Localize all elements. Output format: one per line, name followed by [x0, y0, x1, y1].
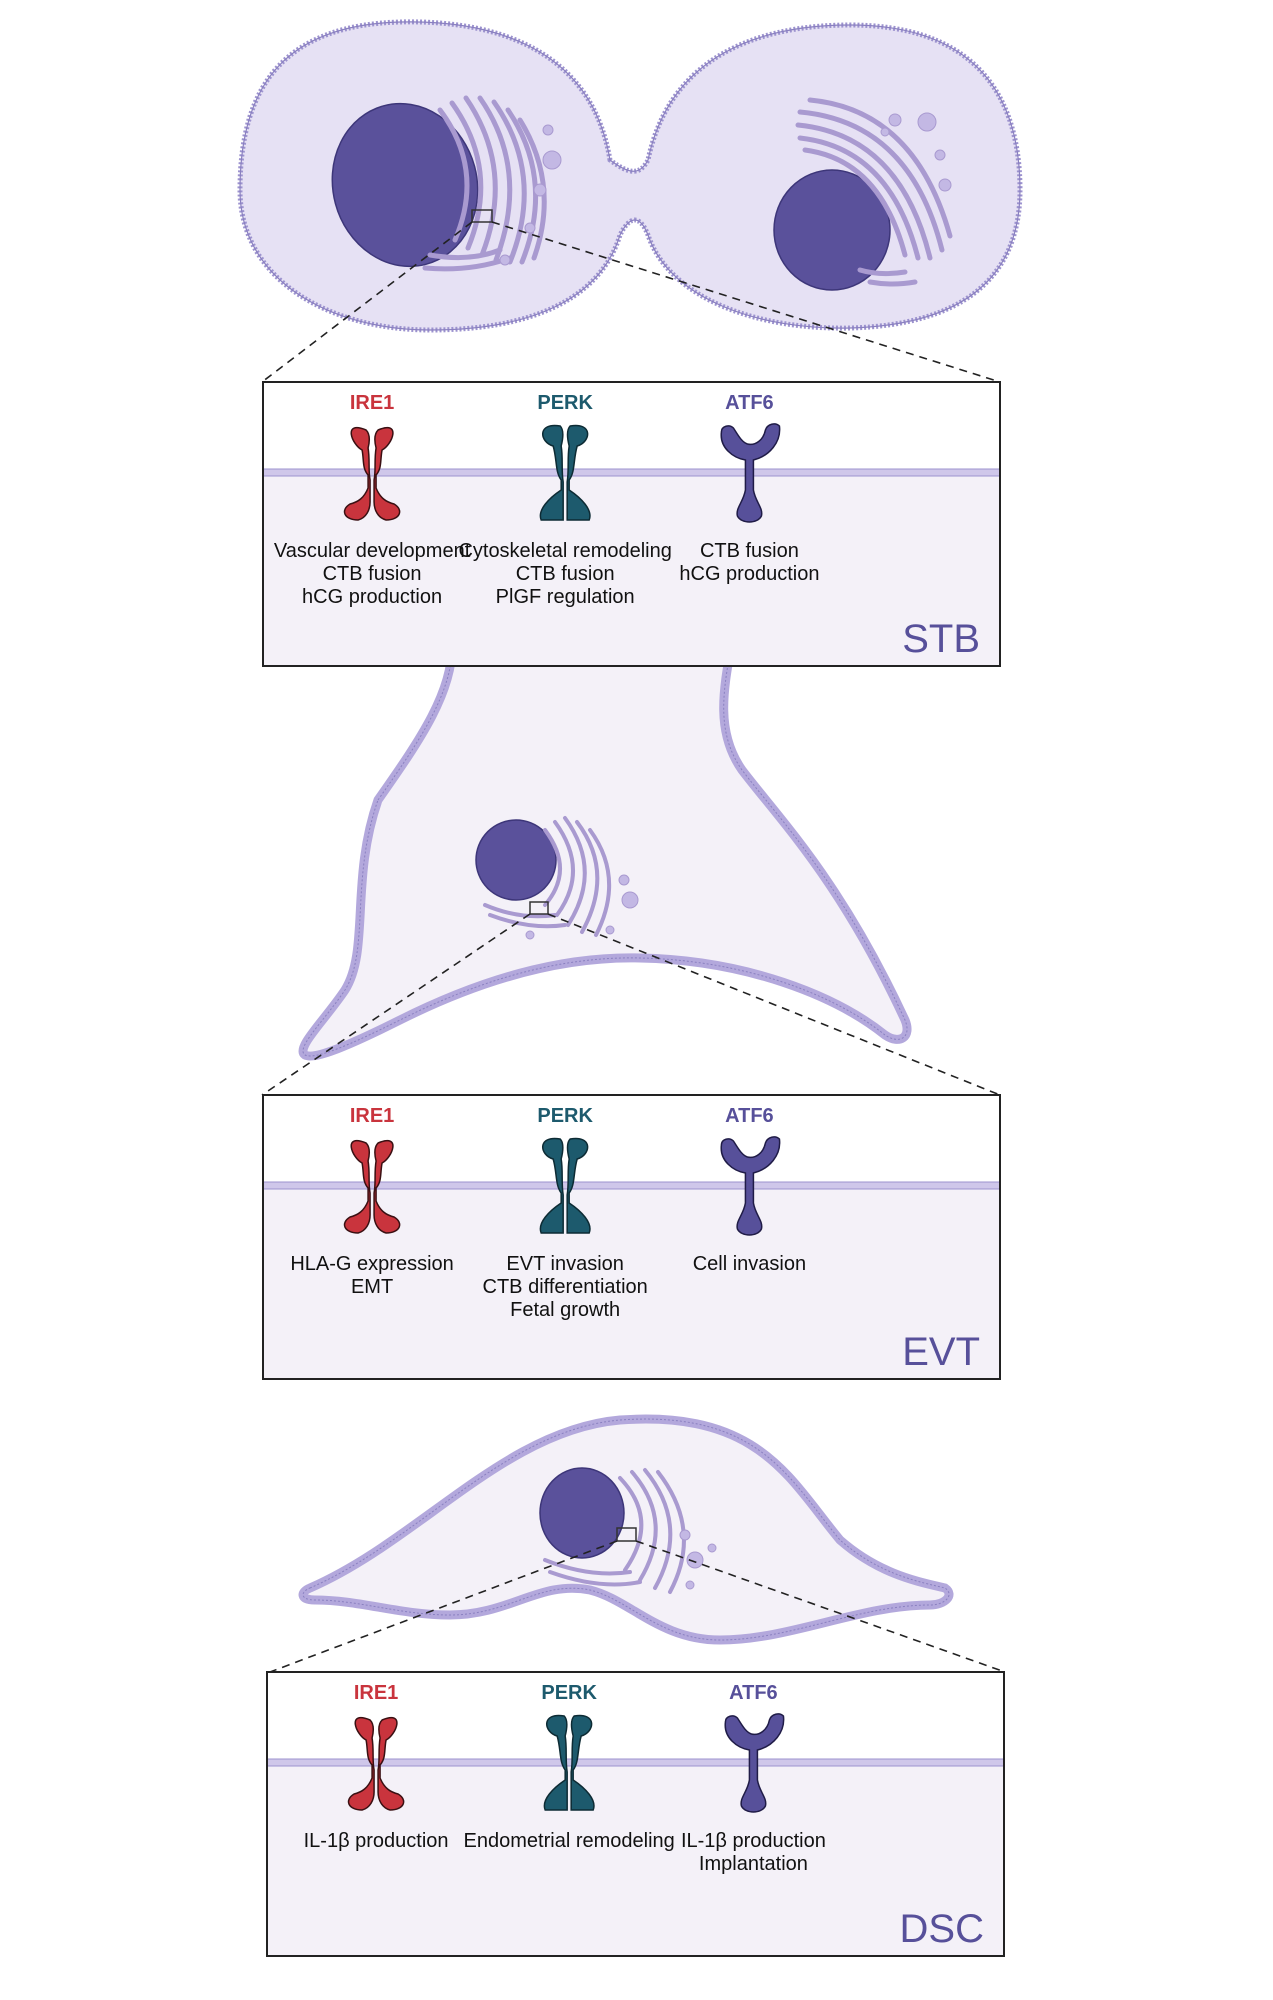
sensor-name-label: IRE1: [350, 1105, 394, 1127]
function-label: IL-1β production: [304, 1830, 449, 1852]
sensor-name-label: IRE1: [354, 1682, 398, 1704]
atf6-monomer: [724, 1713, 785, 1813]
perk-monomer-left: [539, 424, 564, 521]
sensor-name-label: ATF6: [725, 1105, 774, 1127]
function-label: EVT invasion: [506, 1253, 623, 1275]
cell-type-label: STB: [902, 617, 980, 661]
ire1-receptor-icon: [347, 1717, 405, 1811]
perk-receptor-icon: [539, 424, 591, 521]
sensor-name-label: ATF6: [725, 392, 774, 414]
vesicles: [525, 874, 639, 940]
perk-monomer-left: [543, 1714, 568, 1811]
atf6-receptor-icon: [720, 423, 781, 523]
panel-border: [262, 1094, 1001, 1380]
atf6-monomer: [720, 423, 781, 523]
ire1-monomer-left: [343, 1140, 371, 1234]
stb-cell-illustration: [237, 19, 1023, 333]
vesicles: [880, 112, 952, 192]
function-label: CTB fusion: [700, 540, 799, 562]
panel-border: [266, 1671, 1005, 1957]
zoom-region-box: [529, 901, 549, 915]
function-label: Vascular development: [274, 540, 471, 562]
ire1-monomer-right: [373, 427, 401, 521]
sensor-name-label: ATF6: [729, 1682, 778, 1704]
sensor-name-label: PERK: [537, 392, 593, 414]
function-label: hCG production: [679, 563, 819, 585]
atf6-monomer: [720, 1136, 781, 1236]
ire1-monomer-left: [347, 1717, 375, 1811]
er-membrane: [266, 1758, 1005, 1767]
function-label: CTB fusion: [516, 563, 615, 585]
er-membrane: [262, 468, 1001, 477]
perk-receptor-icon: [539, 1137, 591, 1234]
nucleus-icon: [539, 1467, 625, 1559]
ire1-monomer-right: [377, 1717, 405, 1811]
atf6-receptor-icon: [724, 1713, 785, 1813]
function-label: CTB fusion: [323, 563, 422, 585]
function-label: Fetal growth: [510, 1299, 620, 1321]
perk-monomer-right: [566, 1137, 591, 1234]
perk-monomer-right: [570, 1714, 595, 1811]
function-label: Endometrial remodeling: [464, 1830, 675, 1852]
zoom-region-box: [616, 1527, 637, 1542]
zoom-lines: [261, 913, 1001, 1096]
vesicles: [679, 1529, 717, 1590]
perk-receptor-icon: [543, 1714, 595, 1811]
sensor-name-label: PERK: [541, 1682, 597, 1704]
ire1-receptor-icon: [343, 1140, 401, 1234]
function-label: HLA-G expression: [290, 1253, 453, 1275]
perk-monomer-right: [566, 424, 591, 521]
dsc-cell-illustration: [298, 1414, 954, 1645]
vesicles: [499, 124, 562, 266]
zoom-lines: [261, 221, 1001, 383]
cell-type-label: EVT: [902, 1330, 980, 1374]
function-label: IL-1β production: [681, 1830, 826, 1852]
nucleus-icon: [475, 819, 557, 901]
endoplasmic-reticulum-icon: [543, 1468, 686, 1594]
atf6-receptor-icon: [720, 1136, 781, 1236]
nucleus-icon: [331, 102, 479, 268]
function-label: CTB differentiation: [483, 1276, 648, 1298]
endoplasmic-reticulum-icon: [483, 816, 612, 937]
function-label: hCG production: [302, 586, 442, 608]
function-label: Implantation: [699, 1853, 808, 1875]
perk-monomer-left: [539, 1137, 564, 1234]
dsc-membrane: [298, 1414, 954, 1645]
ire1-receptor-icon: [343, 427, 401, 521]
nucleus-icon: [773, 169, 891, 291]
er-membrane: [262, 1181, 1001, 1190]
function-label: Cytoskeletal remodeling: [458, 540, 671, 562]
function-label: EMT: [351, 1276, 393, 1298]
cell-type-label: DSC: [900, 1907, 984, 1951]
ire1-monomer-right: [373, 1140, 401, 1234]
ire1-monomer-left: [343, 427, 371, 521]
function-label: PlGF regulation: [496, 586, 635, 608]
panel-border: [262, 381, 1001, 667]
sensor-name-label: IRE1: [350, 392, 394, 414]
endoplasmic-reticulum-icon: [795, 97, 953, 287]
endoplasmic-reticulum-icon: [422, 95, 547, 272]
zoom-region-box: [471, 209, 493, 223]
evt-cell-illustration: [298, 542, 912, 1061]
function-label: Cell invasion: [693, 1253, 806, 1275]
sensor-perk: PERK Endometrial remodeling: [464, 1682, 675, 1852]
sensor-name-label: PERK: [537, 1105, 593, 1127]
zoom-lines: [269, 1540, 1006, 1673]
